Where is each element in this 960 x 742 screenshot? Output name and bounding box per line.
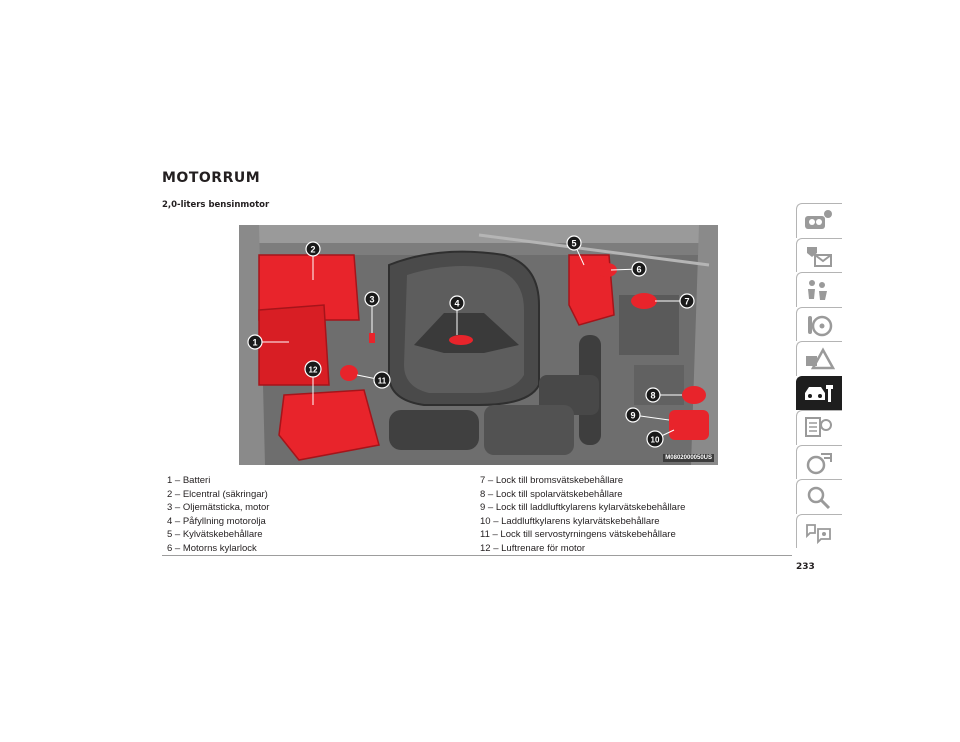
tab-driving[interactable]	[796, 306, 842, 341]
callout-1-label: 1	[252, 338, 257, 348]
legend-item: 7 – Lock till bromsvätskebehållare	[480, 475, 624, 486]
tab-occupants[interactable]	[796, 272, 842, 307]
tab-service[interactable]	[796, 375, 842, 410]
callout-2-marker	[305, 241, 321, 257]
callout-11-marker	[373, 371, 391, 389]
legend-item: 6 – Motorns kylarlock	[167, 542, 257, 554]
legend-item: 9 – Lock till laddluftkylarens kylarväts…	[480, 502, 686, 513]
dashboard-info-icon	[805, 210, 832, 229]
engine-subtitle: 2,0-liters bensinmotor	[162, 200, 270, 210]
engine-compartment-figure: 1 2 3 4 5 6 7 8 9 10 11 12 M0802000050US	[239, 225, 718, 465]
callout-6-marker	[631, 261, 647, 277]
car-wrench-icon	[805, 384, 833, 402]
callout-3-marker	[364, 291, 380, 307]
tab-index[interactable]	[796, 479, 842, 514]
search-icon	[807, 486, 831, 510]
legend-item: 3 – Oljemätsticka, motor	[167, 502, 270, 513]
service-checklist-icon	[805, 417, 832, 437]
tab-dashboard[interactable]	[796, 203, 842, 238]
legend-item: 11 – Lock till servostyrningens vätskebe…	[480, 529, 676, 540]
callout-5-label: 5	[571, 239, 576, 249]
tab-specifications[interactable]	[796, 410, 842, 445]
legend-item: 10 – Laddluftkylarens kylarvätskebehålla…	[480, 515, 660, 527]
legend-item: 12 – Luftrenare för motor	[480, 542, 586, 554]
page-number: 233	[796, 562, 815, 572]
tab-languages[interactable]	[796, 513, 842, 548]
legend-right-column: 7 – Lock till bromsvätskebehållare 8 – L…	[480, 474, 790, 555]
callout-12-label: 12	[309, 366, 318, 375]
callout-4-marker	[449, 295, 465, 311]
footer-divider	[162, 555, 792, 556]
language-icon	[806, 523, 831, 544]
callout-12-marker	[304, 360, 322, 378]
legend-item: 2 – Elcentral (säkringar)	[167, 488, 268, 500]
people-airbag-icon	[808, 280, 827, 300]
legend-item: 8 – Lock till spolarvätskebehållare	[480, 488, 623, 500]
callout-7-label: 7	[684, 297, 689, 307]
legend-item: 4 – Påfyllning motorolja	[167, 515, 266, 527]
legend-item: 5 – Kylvätskebehållare	[167, 529, 263, 540]
callout-5-marker	[566, 235, 582, 251]
warning-triangle-icon	[806, 347, 835, 370]
callout-7-marker	[679, 293, 695, 309]
multimedia-icon	[806, 452, 832, 474]
safety-mail-icon	[807, 246, 832, 267]
callout-2-label: 2	[310, 245, 315, 255]
callout-6-label: 6	[636, 265, 641, 275]
callout-11-label: 11	[378, 377, 387, 386]
figure-code: M0802000050US	[663, 454, 714, 462]
tab-safety[interactable]	[796, 237, 842, 272]
callout-10-marker	[646, 430, 664, 448]
steering-wheel-icon	[808, 315, 833, 336]
callout-8-label: 8	[650, 391, 655, 401]
legend-left-column: 1 – Batteri 2 – Elcentral (säkringar) 3 …	[167, 474, 467, 555]
callout-10-label: 10	[651, 436, 660, 445]
callout-8-marker	[645, 387, 661, 403]
chapter-tabs	[796, 203, 842, 548]
callout-3-label: 3	[369, 295, 374, 305]
section-title: MOTORRUM	[162, 170, 261, 186]
engine-illustration: 1 2 3 4 5 6 7 8 9 10 11 12	[239, 225, 718, 465]
callout-4-label: 4	[454, 299, 459, 309]
legend-item: 1 – Batteri	[167, 475, 211, 486]
tab-emergency[interactable]	[796, 341, 842, 376]
callout-1-marker	[247, 334, 263, 350]
tab-multimedia[interactable]	[796, 444, 842, 479]
callout-9-marker	[625, 407, 641, 423]
callout-9-label: 9	[630, 411, 635, 421]
